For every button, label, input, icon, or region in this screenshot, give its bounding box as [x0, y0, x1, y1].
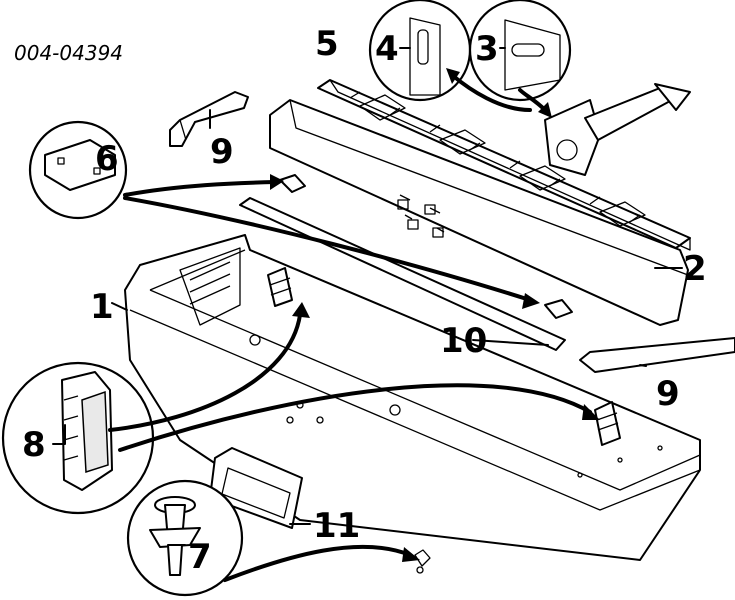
part-code: 004-04394 [14, 41, 123, 65]
bracket-piece-left [267, 267, 293, 307]
label-part-3: 3 [475, 29, 499, 69]
side-strip-right [579, 337, 735, 373]
corner-trim-left [169, 91, 249, 147]
mounting-bracket [544, 83, 691, 176]
leader-lines [52, 47, 683, 546]
bracket-piece-right [594, 401, 621, 446]
label-part-5: 5 [315, 24, 339, 64]
label-part-9-right: 9 [656, 374, 680, 414]
clip-piece-upper [279, 174, 306, 193]
arrow-part-6-to-clip-upper [123, 174, 284, 197]
label-part-9-top: 9 [210, 132, 234, 172]
label-part-1: 1 [90, 287, 114, 327]
label-part-10: 10 [440, 321, 487, 361]
arrow-part-3-to-bracket [518, 88, 552, 118]
arrow-part-8-to-bracket-left [108, 302, 310, 432]
arrow-part-4-to-bar [446, 68, 532, 112]
label-part-7: 7 [188, 537, 212, 577]
label-part-8: 8 [22, 425, 46, 465]
label-part-4: 4 [375, 29, 399, 69]
arrow-part-7-to-fastener [223, 544, 420, 582]
callout-part-7 [126, 479, 244, 597]
callout-part-6 [28, 120, 128, 220]
label-part-2: 2 [683, 249, 707, 289]
impact-absorber [269, 99, 689, 326]
reinforcement-bar [317, 79, 691, 251]
label-part-11: 11 [313, 506, 360, 546]
callout-part-3 [468, 0, 572, 102]
lower-strip [239, 197, 566, 351]
clip-piece-right [544, 299, 573, 319]
arrow-part-8-to-bracket-right [118, 383, 600, 452]
label-part-6: 6 [95, 139, 119, 179]
callout-part-8 [1, 361, 155, 515]
fastener-clip [414, 549, 431, 574]
arrow-part-6-to-clip-right [123, 196, 540, 309]
